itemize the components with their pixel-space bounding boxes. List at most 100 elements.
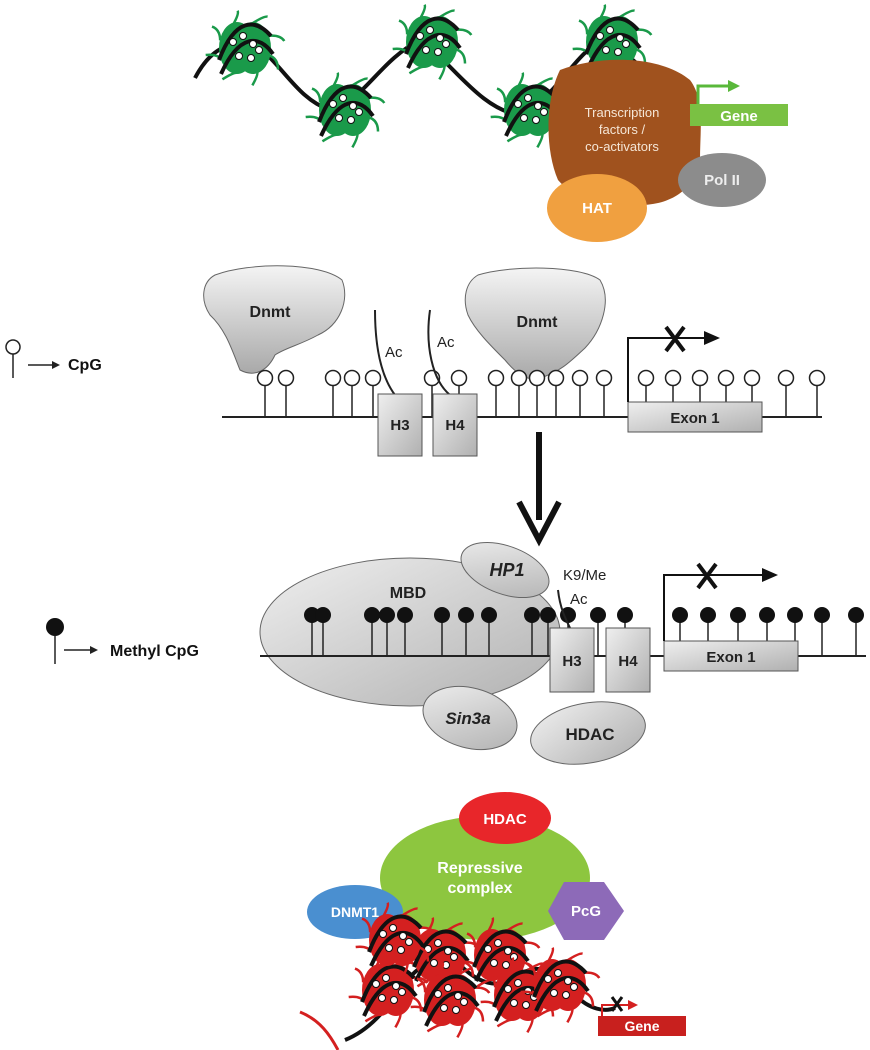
cpg-blocked-x-icon xyxy=(664,325,686,353)
pcg-label: PcG xyxy=(571,903,601,920)
cpg-site xyxy=(547,369,565,417)
cpg-site xyxy=(277,369,295,417)
hdac-label-red: HDAC xyxy=(483,811,526,828)
dnmt1-label: DNMT1 xyxy=(331,904,379,920)
repressive-panel: Repressive complex HDAC DNMT1 PcG Gene xyxy=(299,792,686,1050)
cpg-site xyxy=(256,369,274,417)
cpg-site xyxy=(743,369,761,417)
hat-label: HAT xyxy=(582,200,612,217)
methyl-cpg-legend-label: Methyl CpG xyxy=(110,643,199,660)
repressive-complex-label-line2: complex xyxy=(448,880,513,897)
ac-label-2: Ac xyxy=(437,334,455,351)
sin3a-label: Sin3a xyxy=(445,709,490,728)
cpg-legend: CpG xyxy=(5,339,102,378)
h3-tail xyxy=(374,309,396,396)
methyl-cpg-site xyxy=(848,607,864,656)
h3-label: H3 xyxy=(390,417,409,434)
nucleosome-active-3 xyxy=(392,4,473,80)
methyl-cpg-legend: Methyl CpG xyxy=(46,618,199,664)
active-chromatin-panel: Transcription factors / co-activators Po… xyxy=(193,4,788,242)
methyl-h4-label: H4 xyxy=(618,653,638,670)
transcription-factors-label-line1: Transcription xyxy=(585,105,660,120)
hp1-label: HP1 xyxy=(489,560,524,580)
k9me-label: K9/Me xyxy=(563,567,606,584)
transcription-factor-blob xyxy=(548,59,701,207)
cpg-panel: CpG Dnmt Dnmt Ac Ac H3 H4 Exon 1 xyxy=(5,265,826,547)
nucleosome-group-active xyxy=(205,4,653,148)
repressed-gene-label: Gene xyxy=(624,1018,659,1034)
methyl-cpg-sites xyxy=(304,607,864,656)
hdac-label-methyl: HDAC xyxy=(565,725,614,744)
h3-box xyxy=(377,393,423,457)
methyl-cpg-site xyxy=(397,607,413,656)
methyl-tss-arrow xyxy=(663,574,765,641)
cpg-tss-arrowhead xyxy=(704,331,720,345)
methyl-cpg-panel: Methyl CpG MBD HP1 Sin3a HDAC Ac K9/Me H… xyxy=(46,542,866,765)
methyl-cpg-legend-lollipop-icon xyxy=(46,618,64,636)
nucleosome-group-repressed xyxy=(348,902,601,1038)
transcription-factors-label-line3: co-activators xyxy=(585,139,659,154)
active-gene-label: Gene xyxy=(720,108,758,125)
repressed-tss-arrowhead xyxy=(628,1000,638,1010)
methyl-tss-arrowhead xyxy=(762,568,778,582)
methyl-cpg-site xyxy=(364,607,380,656)
cpg-site xyxy=(808,369,826,417)
hp1-ellipse xyxy=(460,542,550,598)
active-gene-box xyxy=(690,104,788,126)
methyl-cpg-site xyxy=(540,607,556,656)
dnmt-left-shape xyxy=(203,265,346,374)
pol2-label: Pol II xyxy=(704,172,740,189)
cpg-site xyxy=(343,369,361,417)
nucleosome-active-1 xyxy=(205,10,286,86)
exon1-label: Exon 1 xyxy=(670,410,719,427)
cpg-site xyxy=(528,369,546,417)
dnmt-left-label: Dnmt xyxy=(250,304,292,321)
cpg-site xyxy=(717,369,735,417)
pcg-hexagon xyxy=(548,882,624,940)
methyl-blocked-x-icon xyxy=(696,562,718,590)
h4-box xyxy=(432,393,478,457)
nucleosome-repressed-4 xyxy=(410,962,491,1038)
methyl-h3-label: H3 xyxy=(562,653,581,670)
hdac-ellipse-methyl xyxy=(530,701,646,765)
h4-label: H4 xyxy=(445,417,465,434)
red-arc-decoration xyxy=(299,1010,340,1050)
cpg-legend-lollipop-icon xyxy=(5,339,21,355)
pol2-ellipse xyxy=(678,153,766,207)
active-tss-arrow xyxy=(696,84,730,104)
methyl-cpg-site xyxy=(814,607,830,656)
repressed-gene-box xyxy=(598,1016,686,1036)
active-tss-arrowhead xyxy=(728,80,740,92)
cpg-site xyxy=(324,369,342,417)
sin3a-ellipse xyxy=(422,685,518,751)
repressive-complex-label-line1: Repressive xyxy=(437,860,522,877)
methyl-ac-label: Ac xyxy=(570,591,588,608)
methyl-cpg-site xyxy=(481,607,497,656)
transcription-factors-label-line2: factors / xyxy=(599,122,646,137)
repressed-blocked-x-icon xyxy=(610,996,624,1012)
cpg-legend-arrow-icon xyxy=(52,361,60,369)
nucleosome-active-2 xyxy=(305,72,386,148)
dnmt-right-label: Dnmt xyxy=(517,314,559,331)
nucleosome-repressed-7 xyxy=(355,902,436,978)
cpg-site xyxy=(364,369,382,417)
cpg-site xyxy=(595,369,613,417)
ac-label-1: Ac xyxy=(385,344,403,361)
exon1-box xyxy=(627,401,763,433)
hdac-ellipse-red xyxy=(459,792,551,844)
methyl-h4-box xyxy=(605,627,651,693)
methyl-cpg-site xyxy=(315,607,331,656)
cpg-site xyxy=(691,369,709,417)
methyl-cpg-legend-arrow-icon xyxy=(90,646,98,654)
mbd-label: MBD xyxy=(390,585,426,602)
methyl-cpg-site xyxy=(379,607,395,656)
methyl-cpg-site xyxy=(434,607,450,656)
nucleosome-repressed-6 xyxy=(520,947,601,1023)
h4-tail xyxy=(427,309,451,396)
methyl-exon1-box xyxy=(663,640,799,672)
nucleosome-active-5 xyxy=(572,4,653,80)
hat-ellipse xyxy=(547,174,647,242)
methyl-cpg-site xyxy=(524,607,540,656)
down-arrow-icon xyxy=(516,500,562,547)
